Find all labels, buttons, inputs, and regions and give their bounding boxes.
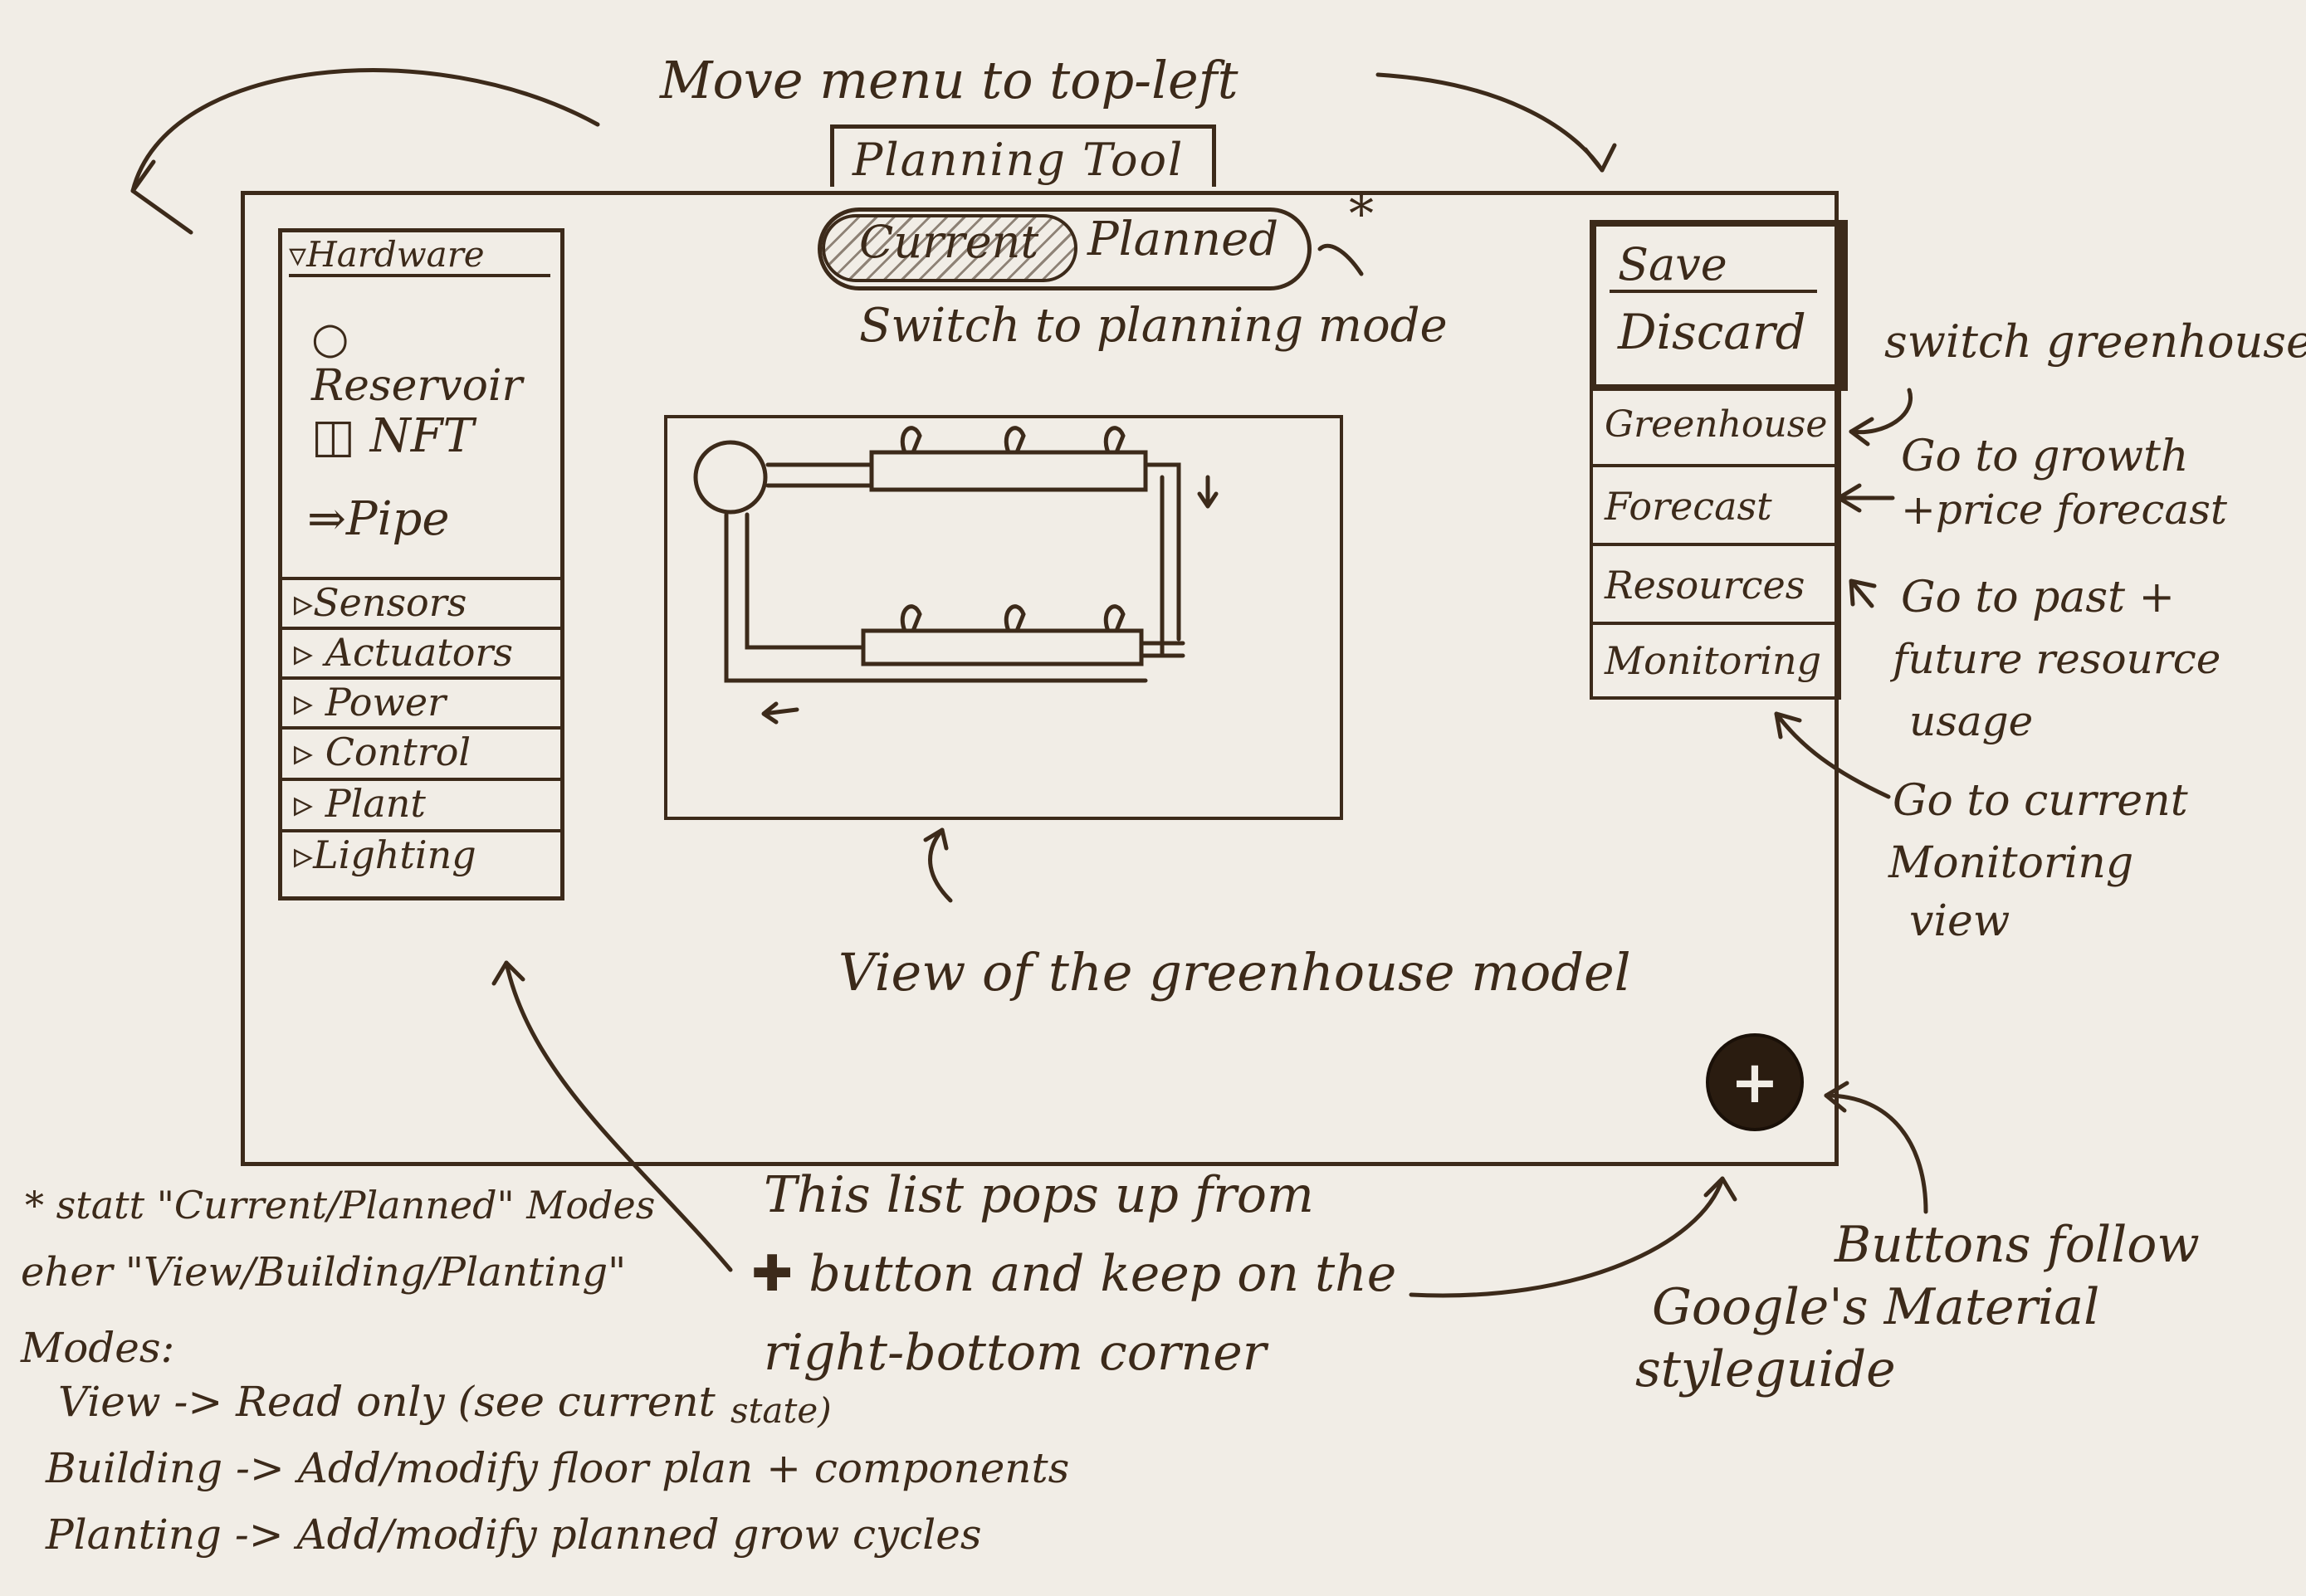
arrow-icon: ⇒ — [307, 492, 346, 546]
note-buttons-3: styleguide — [1635, 1340, 1896, 1398]
section-power[interactable]: ▹ Power — [282, 676, 560, 726]
note-forecast-2: +price forecast — [1901, 486, 2227, 534]
note-list-2: ✚ button and keep on the — [751, 1245, 1396, 1303]
note-list-1: This list pops up from — [764, 1166, 1314, 1224]
footnote-line-1: * statt "Current/Planned" Modes — [25, 1183, 656, 1228]
app-window — [241, 191, 1839, 1166]
section-actuators-label: Actuators — [325, 630, 514, 675]
chevron-right-icon: ▹ — [294, 630, 325, 675]
tool-pipe-label: Pipe — [345, 492, 450, 546]
square-icon: ◫ — [311, 409, 370, 463]
note-buttons-1: Buttons follow — [1835, 1216, 2200, 1274]
section-sensors-label: Sensors — [313, 580, 467, 625]
footnote-line-2: eher "View/Building/Planting" — [21, 1249, 627, 1296]
asterisk-mark: * — [1349, 185, 1374, 243]
mode-current-button[interactable] — [822, 214, 1077, 282]
section-sensors[interactable]: ▹Sensors — [282, 577, 560, 627]
note-monitoring-3: view — [1909, 896, 2010, 946]
circle-icon: ○ — [311, 314, 349, 364]
chevron-right-icon: ▹ — [294, 730, 325, 774]
right-menu: Save Discard Greenhouse Forecast Resourc… — [1590, 220, 1848, 700]
section-power-label: Power — [325, 680, 447, 725]
hardware-header[interactable]: ▿Hardware — [289, 234, 550, 278]
section-plant-label: Plant — [325, 781, 426, 826]
app-title: Planning Tool — [853, 134, 1185, 186]
tool-reservoir-label: Reservoir — [311, 361, 523, 412]
footnote-line-5: Building -> Add/modify floor plan + comp… — [46, 1444, 1070, 1492]
mode-toggle[interactable] — [818, 207, 1312, 290]
note-buttons-2: Google's Material — [1652, 1278, 2100, 1336]
hardware-panel: ▿Hardware ○ Reservoir ◫ NFT ⇒Pipe ▹Senso… — [278, 228, 564, 900]
footnote-line-3: Modes: — [21, 1324, 175, 1372]
note-list-2-text: button and keep on the — [809, 1245, 1397, 1303]
discard-button[interactable]: Discard — [1618, 304, 1806, 360]
plus-outline-icon: ✚ — [751, 1245, 809, 1303]
section-control-label: Control — [325, 730, 471, 774]
note-switch-greenhouse: switch greenhouse — [1884, 315, 2306, 368]
section-lighting-label: Lighting — [313, 832, 476, 877]
chevron-right-icon: ▹ — [294, 832, 314, 877]
footnote-line-6: Planting -> Add/modify planned grow cycl… — [46, 1511, 982, 1559]
menu-forecast[interactable]: Forecast — [1593, 464, 1838, 543]
note-resources-2: future resource — [1893, 635, 2221, 683]
arrow-top-left — [130, 68, 600, 193]
tool-nft-label: NFT — [369, 409, 474, 463]
note-list-3: right-bottom corner — [764, 1324, 1267, 1382]
mode-planned-button[interactable]: Planned — [1087, 212, 1279, 266]
note-switch-planning: Switch to planning mode — [859, 299, 1448, 353]
section-plant[interactable]: ▹ Plant — [282, 778, 560, 829]
note-monitoring-2: Monitoring — [1888, 838, 2134, 888]
menu-monitoring[interactable]: Monitoring — [1593, 622, 1838, 692]
add-fab-button[interactable]: + — [1706, 1033, 1804, 1131]
note-greenhouse-model: View of the greenhouse model — [838, 942, 1631, 1003]
menu-greenhouse[interactable]: Greenhouse — [1593, 385, 1838, 464]
plus-icon: + — [1730, 1048, 1780, 1116]
footnote-line-4b: state) — [730, 1390, 832, 1431]
tool-nft[interactable]: ◫ NFT — [311, 411, 474, 462]
greenhouse-model-view[interactable] — [664, 415, 1343, 820]
note-monitoring-1: Go to current — [1893, 776, 2188, 826]
chevron-right-icon: ▹ — [294, 680, 325, 725]
section-lighting[interactable]: ▹Lighting — [282, 829, 560, 887]
note-resources-3: usage — [1909, 697, 2034, 745]
menu-resources[interactable]: Resources — [1593, 543, 1838, 622]
note-forecast-1: Go to growth — [1901, 432, 2189, 481]
note-move-menu: Move menu to top-left — [660, 50, 1238, 110]
tool-reservoir[interactable]: ○ Reservoir — [311, 315, 560, 410]
save-button[interactable]: Save — [1618, 238, 1727, 290]
hardware-header-label: Hardware — [306, 234, 485, 275]
app-title-tab: Planning Tool — [830, 124, 1216, 187]
section-actuators[interactable]: ▹ Actuators — [282, 627, 560, 676]
chevron-right-icon: ▹ — [294, 580, 314, 625]
tool-pipe[interactable]: ⇒Pipe — [307, 494, 450, 545]
chevron-right-icon: ▹ — [294, 781, 325, 826]
note-resources-1: Go to past + — [1901, 573, 2176, 622]
footnote-line-4: View -> Read only (see current — [58, 1378, 716, 1426]
section-control[interactable]: ▹ Control — [282, 726, 560, 778]
mode-current-label: Current — [859, 216, 1039, 268]
